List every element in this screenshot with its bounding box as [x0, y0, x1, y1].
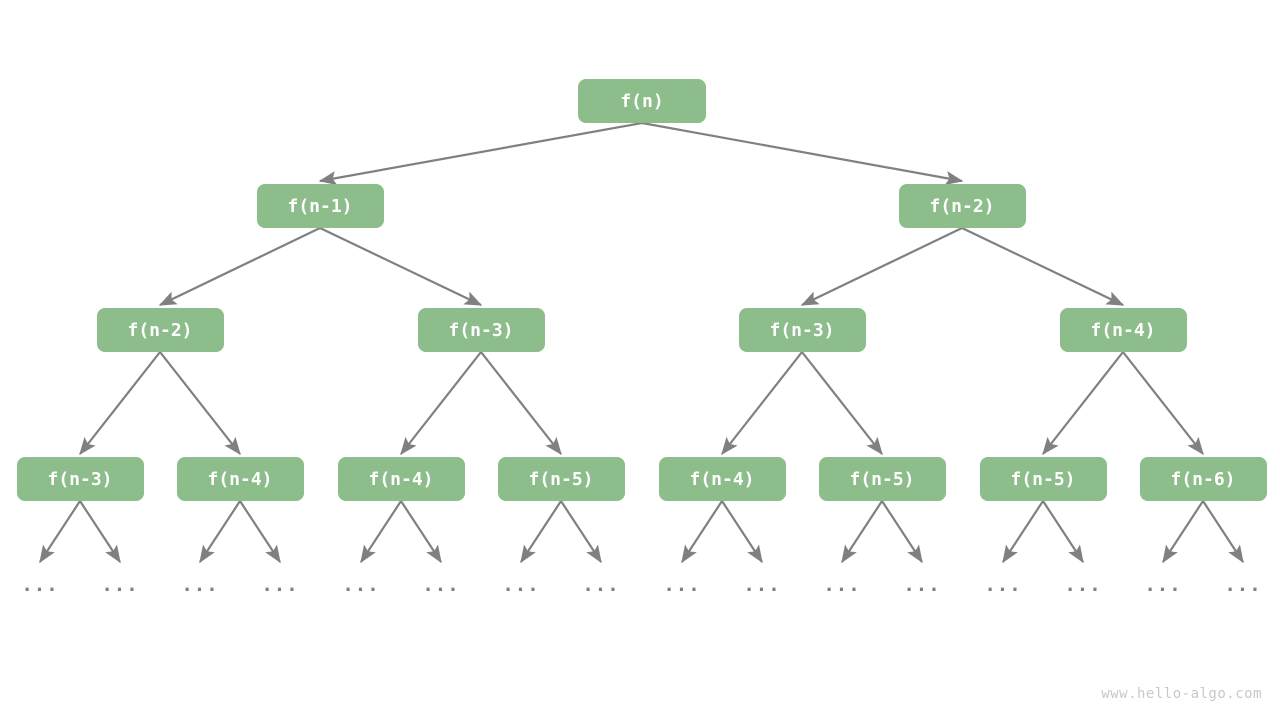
tree-edges — [79, 121, 1204, 456]
tree-node-n8: f(n-4) — [176, 457, 304, 501]
leaf-stub-2 — [199, 500, 241, 564]
tree-node-n1: f(n-1) — [256, 184, 384, 228]
tree-node-n11: f(n-4) — [658, 457, 786, 501]
ellipsis-marker-7: ... — [582, 574, 620, 596]
leaf-stub-3 — [239, 500, 281, 564]
leaf-stub-14 — [1162, 500, 1204, 564]
tree-edge-n4-to-n10 — [480, 351, 562, 456]
leaf-stub-12 — [1002, 500, 1044, 564]
leaf-stub-9 — [721, 500, 763, 564]
leaf-stub-8 — [681, 500, 723, 564]
tree-node-n4: f(n-3) — [417, 308, 545, 352]
tree-node-n13: f(n-5) — [979, 457, 1107, 501]
leaf-stub-10 — [841, 500, 883, 564]
tree-node-n9: f(n-4) — [337, 457, 465, 501]
ellipsis-marker-6: ... — [502, 574, 540, 596]
leaf-stub-1 — [79, 500, 121, 564]
ellipsis-marker-8: ... — [663, 574, 701, 596]
tree-node-n2: f(n-2) — [898, 184, 1026, 228]
tree-edge-n5-to-n11 — [721, 351, 803, 456]
leaf-stub-4 — [360, 500, 402, 564]
ellipsis-marker-1: ... — [101, 574, 139, 596]
ellipsis-marker-14: ... — [1144, 574, 1182, 596]
ellipsis-marker-0: ... — [21, 574, 59, 596]
tree-node-n14: f(n-6) — [1139, 457, 1267, 501]
tree-edge-n1-to-n4 — [319, 227, 483, 306]
tree-edge-n3-to-n8 — [159, 351, 241, 456]
tree-edge-n3-to-n7 — [79, 351, 161, 456]
tree-node-n6: f(n-4) — [1059, 308, 1187, 352]
tree-node-n10: f(n-5) — [497, 457, 625, 501]
tree-node-n0: f(n) — [578, 79, 706, 123]
tree-node-n7: f(n-3) — [16, 457, 144, 501]
tree-node-n3: f(n-2) — [96, 308, 224, 352]
ellipsis-marker-2: ... — [181, 574, 219, 596]
leaf-stub-0 — [39, 500, 81, 564]
ellipsis-marker-9: ... — [743, 574, 781, 596]
tree-edge-n6-to-n14 — [1122, 351, 1204, 456]
tree-edge-n5-to-n12 — [801, 351, 883, 456]
tree-node-n12: f(n-5) — [818, 457, 946, 501]
tree-edge-n1-to-n3 — [158, 227, 321, 306]
leaf-stub-15 — [1202, 500, 1244, 564]
leaf-stub-11 — [881, 500, 923, 564]
ellipsis-marker-5: ... — [422, 574, 460, 596]
tree-node-n5: f(n-3) — [738, 308, 866, 352]
tree-edge-n2-to-n5 — [800, 227, 963, 306]
leaf-stub-6 — [520, 500, 562, 564]
ellipsis-marker-4: ... — [342, 574, 380, 596]
tree-edge-n2-to-n6 — [961, 227, 1125, 306]
ellipsis-marker-15: ... — [1224, 574, 1262, 596]
tree-edge-n0-to-n2 — [641, 121, 964, 186]
leaf-stub-13 — [1042, 500, 1084, 564]
tree-edge-n6-to-n13 — [1042, 351, 1124, 456]
ellipsis-marker-3: ... — [261, 574, 299, 596]
ellipsis-marker-12: ... — [984, 574, 1022, 596]
tree-edge-n4-to-n9 — [400, 351, 482, 456]
leaf-stub-5 — [400, 500, 442, 564]
leaf-stub-7 — [560, 500, 602, 564]
ellipsis-marker-13: ... — [1064, 574, 1102, 596]
ellipsis-marker-10: ... — [823, 574, 861, 596]
tree-leaf-stubs — [39, 500, 1244, 564]
watermark: www.hello-algo.com — [1101, 686, 1262, 702]
ellipsis-marker-11: ... — [903, 574, 941, 596]
tree-edge-n0-to-n1 — [318, 121, 643, 186]
